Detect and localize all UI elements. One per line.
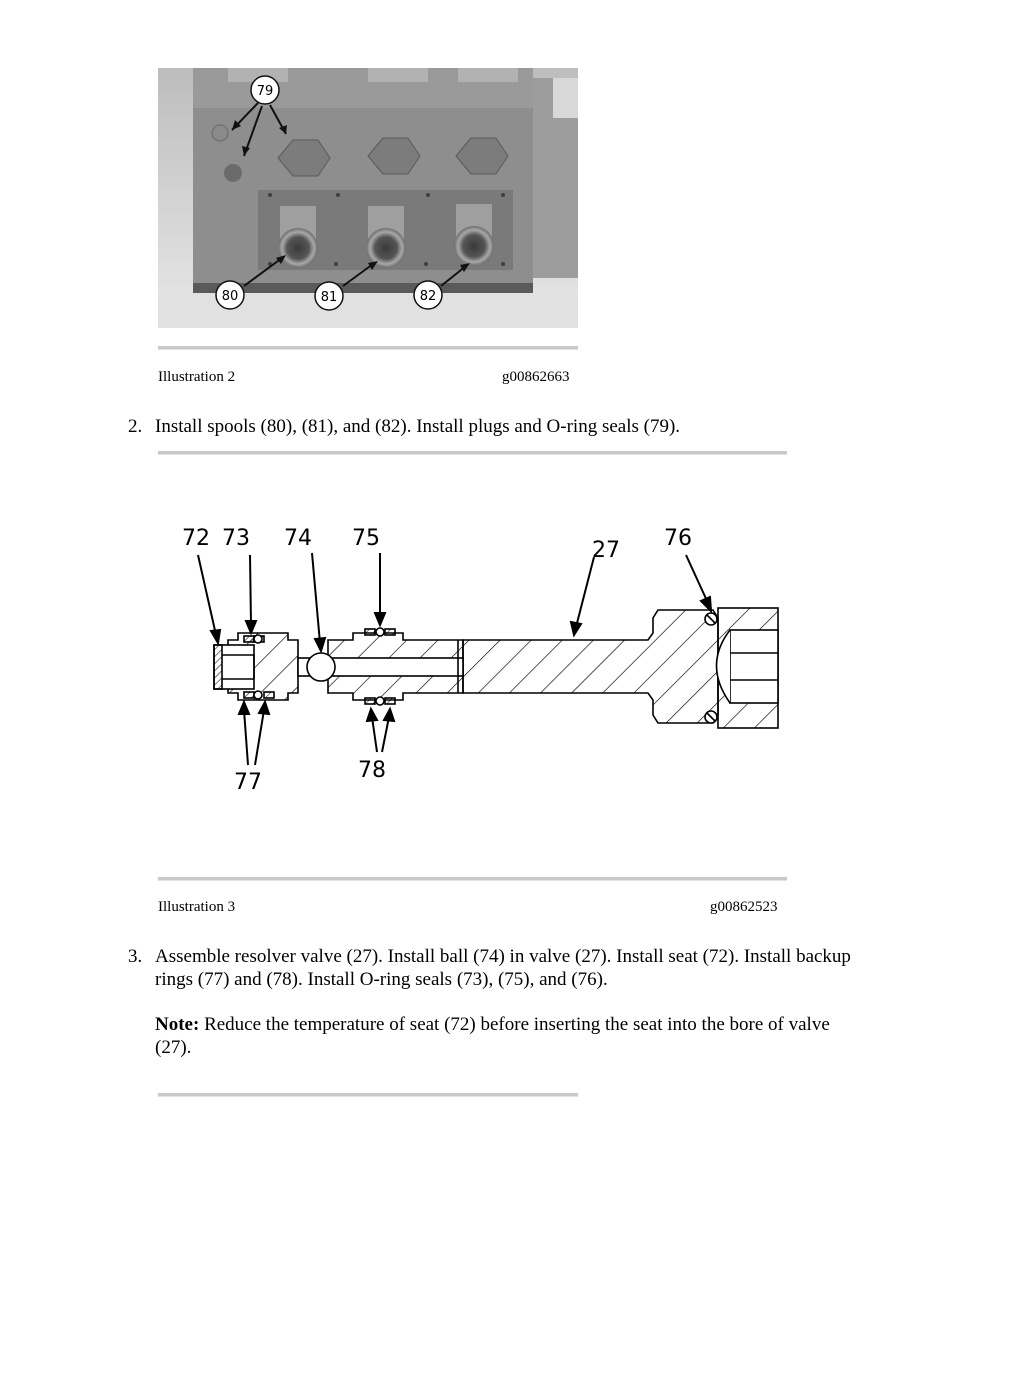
note: Note: Reduce the temperature of seat (72…: [155, 1013, 915, 1036]
callout-75: 75: [352, 526, 380, 551]
step-3-line-2: rings (77) and (78). Install O-ring seal…: [155, 969, 608, 990]
step-3: 3. Assemble resolver valve (27). Install…: [128, 945, 928, 993]
callout-80: 80: [222, 289, 239, 304]
note-label: Note:: [155, 1014, 200, 1035]
illustration-3-drawing: 72 73 74 75 27 76 77 78: [158, 515, 788, 805]
callout-27: 27: [592, 538, 620, 563]
illustration-2-label: Illustration 2: [158, 369, 236, 385]
valve-body-photo: 79 80 81 82: [158, 68, 578, 328]
callout-78: 78: [358, 758, 386, 783]
note-divider: [158, 1093, 578, 1097]
step-3-number: 3.: [128, 946, 143, 967]
callout-73: 73: [222, 526, 250, 551]
callout-77: 77: [234, 770, 262, 795]
callout-81: 81: [321, 290, 338, 305]
step-2-text: Install spools (80), (81), and (82). Ins…: [155, 416, 681, 437]
illustration-3-divider: [158, 877, 787, 881]
illustration-2-divider: [158, 346, 578, 350]
illustration-3-id: g00862523: [710, 899, 778, 915]
callout-arrows: [197, 552, 713, 766]
callout-74: 74: [284, 526, 312, 551]
step-2: 2. Install spools (80), (81), and (82). …: [128, 415, 828, 439]
step-3-line-1: Assemble resolver valve (27). Install ba…: [155, 946, 851, 967]
step-2-number: 2.: [128, 416, 143, 437]
illustration-2-photo: 79 80 81 82: [158, 68, 578, 328]
callout-76: 76: [664, 526, 692, 551]
callout-79: 79: [257, 84, 274, 99]
illustration-3-label: Illustration 3: [158, 899, 236, 915]
note-line-2: (27).: [155, 1037, 192, 1058]
resolver-valve-section: 72 73 74 75 27 76 77 78: [182, 526, 779, 795]
illustration-2-id: g00862663: [502, 369, 570, 385]
step-2-divider: [158, 451, 787, 455]
note-line-1: Reduce the temperature of seat (72) befo…: [199, 1014, 830, 1035]
callout-82: 82: [420, 289, 437, 304]
callout-72: 72: [182, 526, 210, 551]
